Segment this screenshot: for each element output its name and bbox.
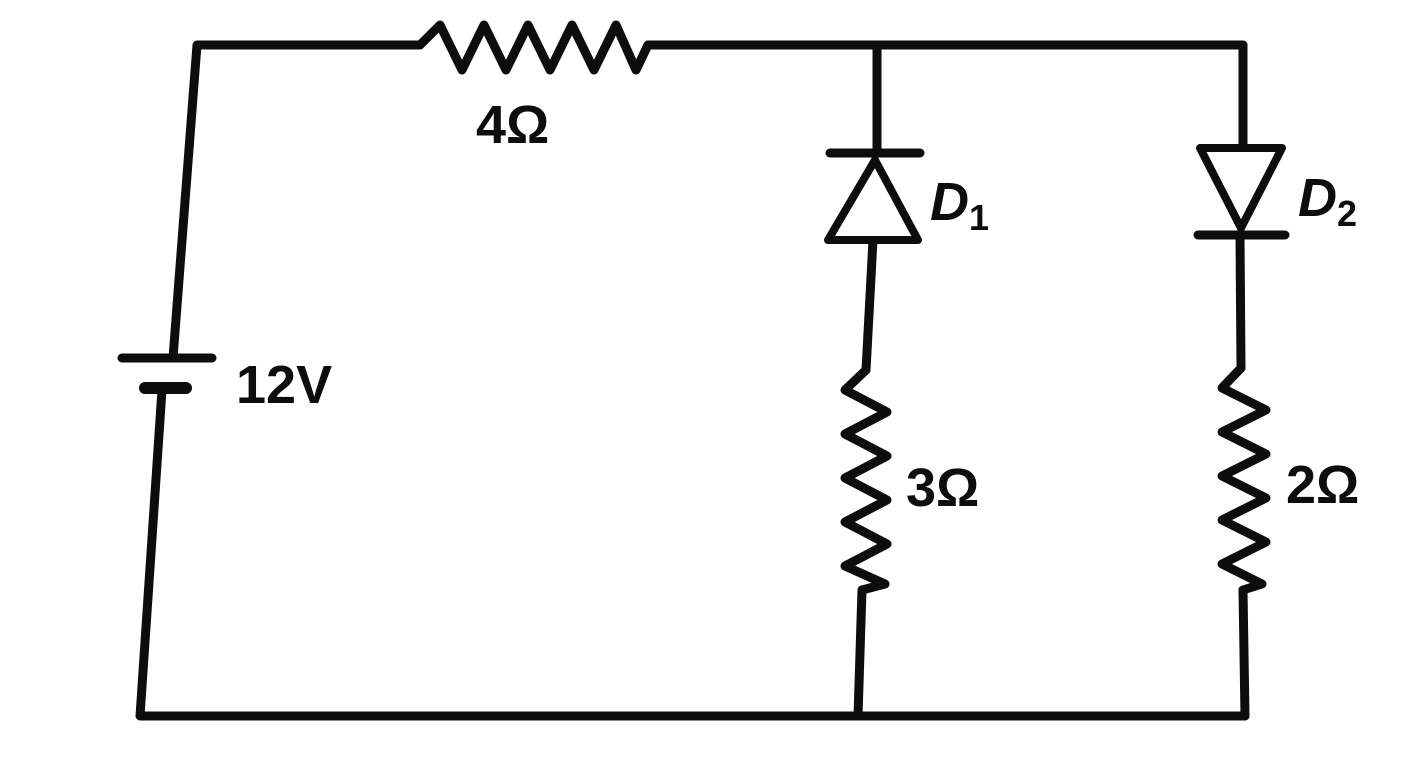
battery xyxy=(117,353,217,394)
diode-d2-letter: D xyxy=(1298,168,1337,228)
resistor-4ohm xyxy=(415,20,653,75)
diode-d1-subscript: 1 xyxy=(969,197,989,238)
resistor-3ohm xyxy=(840,365,892,595)
diode-d1-label: D1 xyxy=(930,172,989,238)
diode-d2-triangle xyxy=(1196,144,1286,232)
wire-bottom-left-lower xyxy=(135,385,1250,721)
wire-right-bottom xyxy=(1238,585,1250,721)
wire-mid-bottom xyxy=(853,585,867,721)
wires xyxy=(135,40,1250,721)
diode-d2-label: D2 xyxy=(1298,168,1357,234)
diode-d1-triangle xyxy=(824,156,922,244)
resistor-2ohm xyxy=(1217,363,1271,595)
wire-left-upper xyxy=(168,40,425,363)
resistor-2ohm-label: 2Ω xyxy=(1286,455,1359,515)
wire-right-center xyxy=(1235,230,1246,373)
battery-label: 12V xyxy=(236,355,332,415)
diode-d1 xyxy=(824,148,925,244)
diode-d1-letter: D xyxy=(930,172,969,232)
resistor-3ohm-label: 3Ω xyxy=(906,458,979,518)
wire-mid-center xyxy=(861,235,878,375)
diode-d2 xyxy=(1193,144,1290,240)
resistor-4ohm-label: 4Ω xyxy=(476,95,549,155)
diode-d2-subscript: 2 xyxy=(1337,193,1357,234)
